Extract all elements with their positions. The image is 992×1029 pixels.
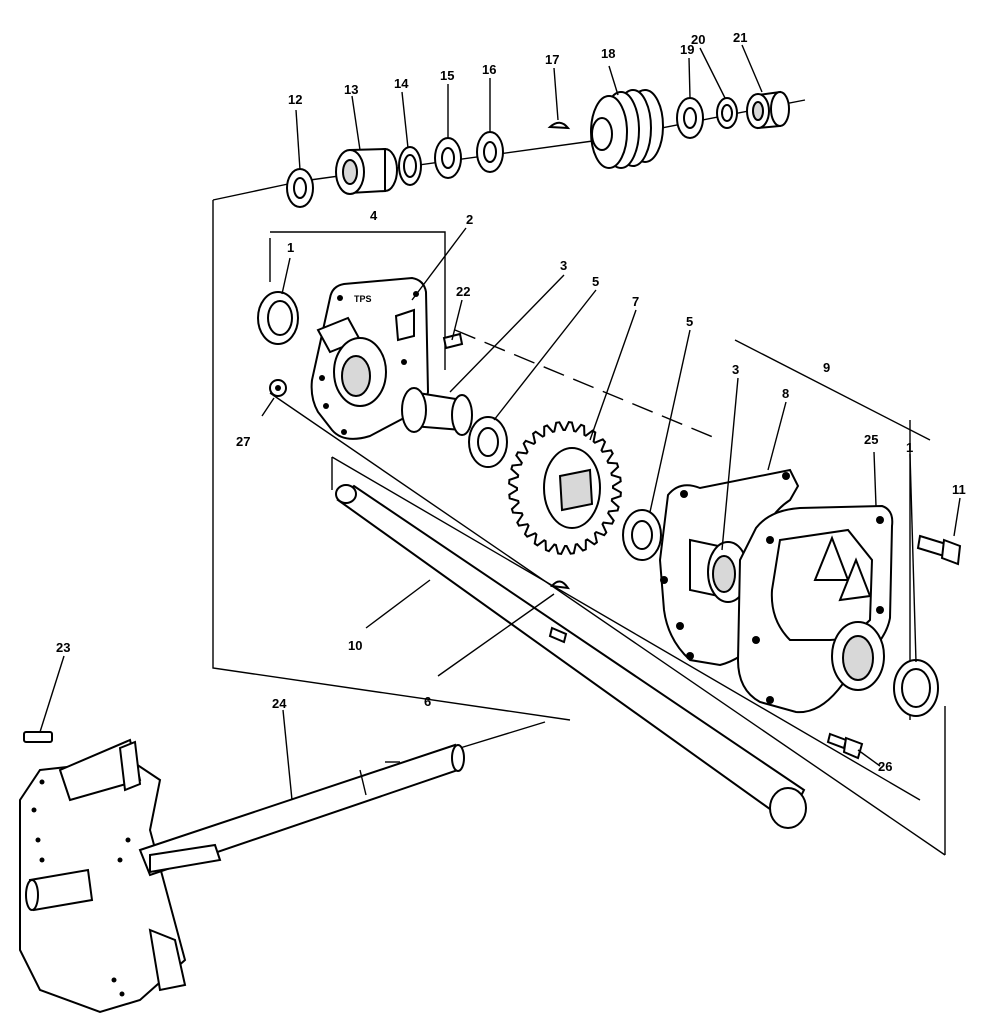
callout-label: 3 [732,362,739,377]
part-6-key [548,580,571,644]
callout-label: 19 [680,42,694,57]
housing-stamp: TPS [354,294,372,304]
part-11-bolt [916,534,962,566]
part-12-washer [286,168,314,208]
callout-label: 10 [348,638,362,653]
part-27-nut [269,379,287,397]
leader-lines [39,44,961,801]
callout-label: 16 [482,62,496,77]
part-1-seal-left [257,291,299,345]
callout-label: 2 [466,212,473,227]
callout-label: 15 [440,68,454,83]
part-16-washer [476,131,504,173]
part-7-spur-gear [508,421,622,555]
callout-label: 9 [823,360,830,375]
callout-label: 6 [424,694,431,709]
callout-labels: 12 13 14 15 16 17 18 19 20 21 4 2 1 22 3… [56,30,966,774]
part-15-washer [434,137,462,179]
callout-label: 7 [632,294,639,309]
part-17-key [547,121,571,130]
callout-label: 13 [344,82,358,97]
part-13-bushing [335,147,398,195]
callout-label: 8 [782,386,789,401]
part-23-key [23,731,53,743]
callout-label: 5 [592,274,599,289]
callout-label: 24 [272,696,287,711]
part-24-auger-shaft [19,738,465,1014]
part-22-screw [442,332,464,350]
part-5-washer-right [622,509,662,561]
part-5-washer-left [468,416,508,468]
callout-label: 23 [56,640,70,655]
part-26-bolt [826,732,864,760]
callout-label: 17 [545,52,559,67]
callout-label: 22 [456,284,470,299]
callout-label: 27 [236,434,250,449]
callout-label: 20 [691,32,705,47]
callout-label: 18 [601,46,615,61]
callout-label: 4 [370,208,378,223]
callout-label: 1 [906,440,913,455]
callout-label: 26 [878,759,892,774]
part-21-bushing [746,90,790,130]
part-20-ring [716,97,738,129]
part-2-left-housing: TPS [310,276,430,440]
part-18-worm-gear [590,89,664,169]
callout-label: 21 [733,30,747,45]
part-9-right-housing [736,504,894,714]
callout-label: 25 [864,432,878,447]
callout-label: 11 [952,482,966,497]
callout-label: 14 [394,76,409,91]
part-3-bushing-left [401,387,473,436]
part-10-shaft [335,484,807,829]
callout-label: 5 [686,314,693,329]
callout-label: 1 [287,240,294,255]
callout-label: 12 [288,92,302,107]
callout-label: 3 [560,258,567,273]
part-19-washer [676,97,704,139]
part-14-ring [398,146,422,186]
part-1-seal-right [893,659,939,717]
